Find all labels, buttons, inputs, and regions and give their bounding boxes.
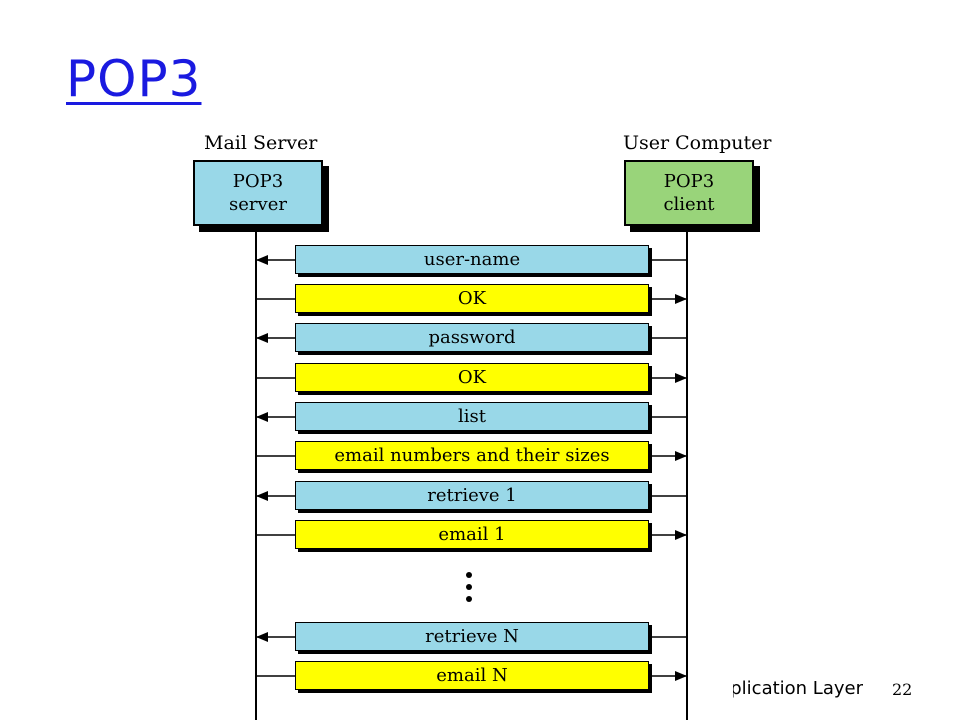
message-label: OK bbox=[457, 288, 487, 309]
pop3-server-line2: server bbox=[229, 194, 287, 215]
message-retrieve-1: retrieve 1 bbox=[295, 481, 649, 510]
message-ok-2: OK bbox=[295, 363, 649, 392]
vertical-ellipsis-icon bbox=[466, 572, 478, 608]
message-password: password bbox=[295, 323, 649, 352]
message-label: retrieve 1 bbox=[427, 485, 517, 506]
message-list: list bbox=[295, 402, 649, 431]
pop3-client-box: POP3 client bbox=[624, 160, 754, 226]
pop3-server-box: POP3 server bbox=[193, 160, 323, 226]
message-label: OK bbox=[457, 367, 487, 388]
pop3-server-line1: POP3 bbox=[232, 171, 284, 192]
footer-section-label: Application Layer bbox=[733, 678, 863, 699]
message-label: email N bbox=[436, 665, 508, 686]
message-ok-1: OK bbox=[295, 284, 649, 313]
server-lifeline bbox=[255, 226, 257, 720]
message-email-numbers-sizes: email numbers and their sizes bbox=[295, 441, 649, 470]
user-computer-label: User Computer bbox=[623, 132, 772, 154]
message-label: retrieve N bbox=[425, 626, 519, 647]
client-lifeline bbox=[686, 226, 688, 720]
message-label: password bbox=[428, 327, 516, 348]
slide-title: POP3 bbox=[66, 50, 202, 108]
page-number: 22 bbox=[892, 680, 913, 699]
message-email-1: email 1 bbox=[295, 520, 649, 549]
message-user-name: user-name bbox=[295, 245, 649, 274]
mail-server-label: Mail Server bbox=[204, 132, 318, 154]
message-label: email numbers and their sizes bbox=[334, 445, 610, 466]
message-email-n: email N bbox=[295, 661, 649, 690]
message-retrieve-n: retrieve N bbox=[295, 622, 649, 651]
pop3-client-line2: client bbox=[663, 194, 715, 215]
message-label: email 1 bbox=[438, 524, 506, 545]
message-label: user-name bbox=[423, 249, 521, 270]
pop3-client-line1: POP3 bbox=[663, 171, 715, 192]
message-label: list bbox=[458, 406, 486, 427]
